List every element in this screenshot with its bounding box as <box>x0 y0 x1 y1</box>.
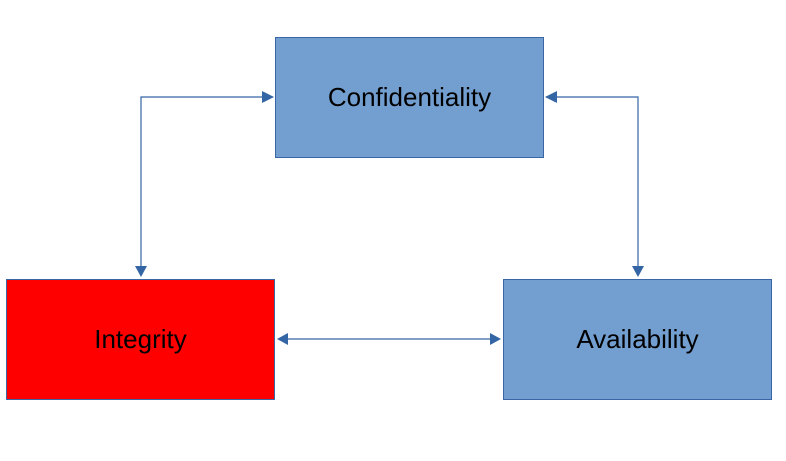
node-confidentiality-label: Confidentiality <box>327 82 492 112</box>
edge-integrity-confidentiality <box>140 92 274 270</box>
arrowhead-confidentiality-left <box>262 91 273 103</box>
arrowhead-availability-top <box>632 266 644 277</box>
edge-availability-confidentiality <box>545 92 639 270</box>
arrowhead-integrity-right <box>277 333 288 345</box>
arrowhead-availability-left <box>490 333 501 345</box>
node-integrity: Integrity <box>6 279 275 400</box>
arrowhead-confidentiality-right <box>546 91 557 103</box>
node-availability: Availability <box>503 279 772 400</box>
arrowhead-integrity-top <box>135 266 147 277</box>
node-integrity-label: Integrity <box>94 324 187 354</box>
node-availability-label: Availability <box>576 324 699 354</box>
node-confidentiality: Confidentiality <box>275 37 544 158</box>
